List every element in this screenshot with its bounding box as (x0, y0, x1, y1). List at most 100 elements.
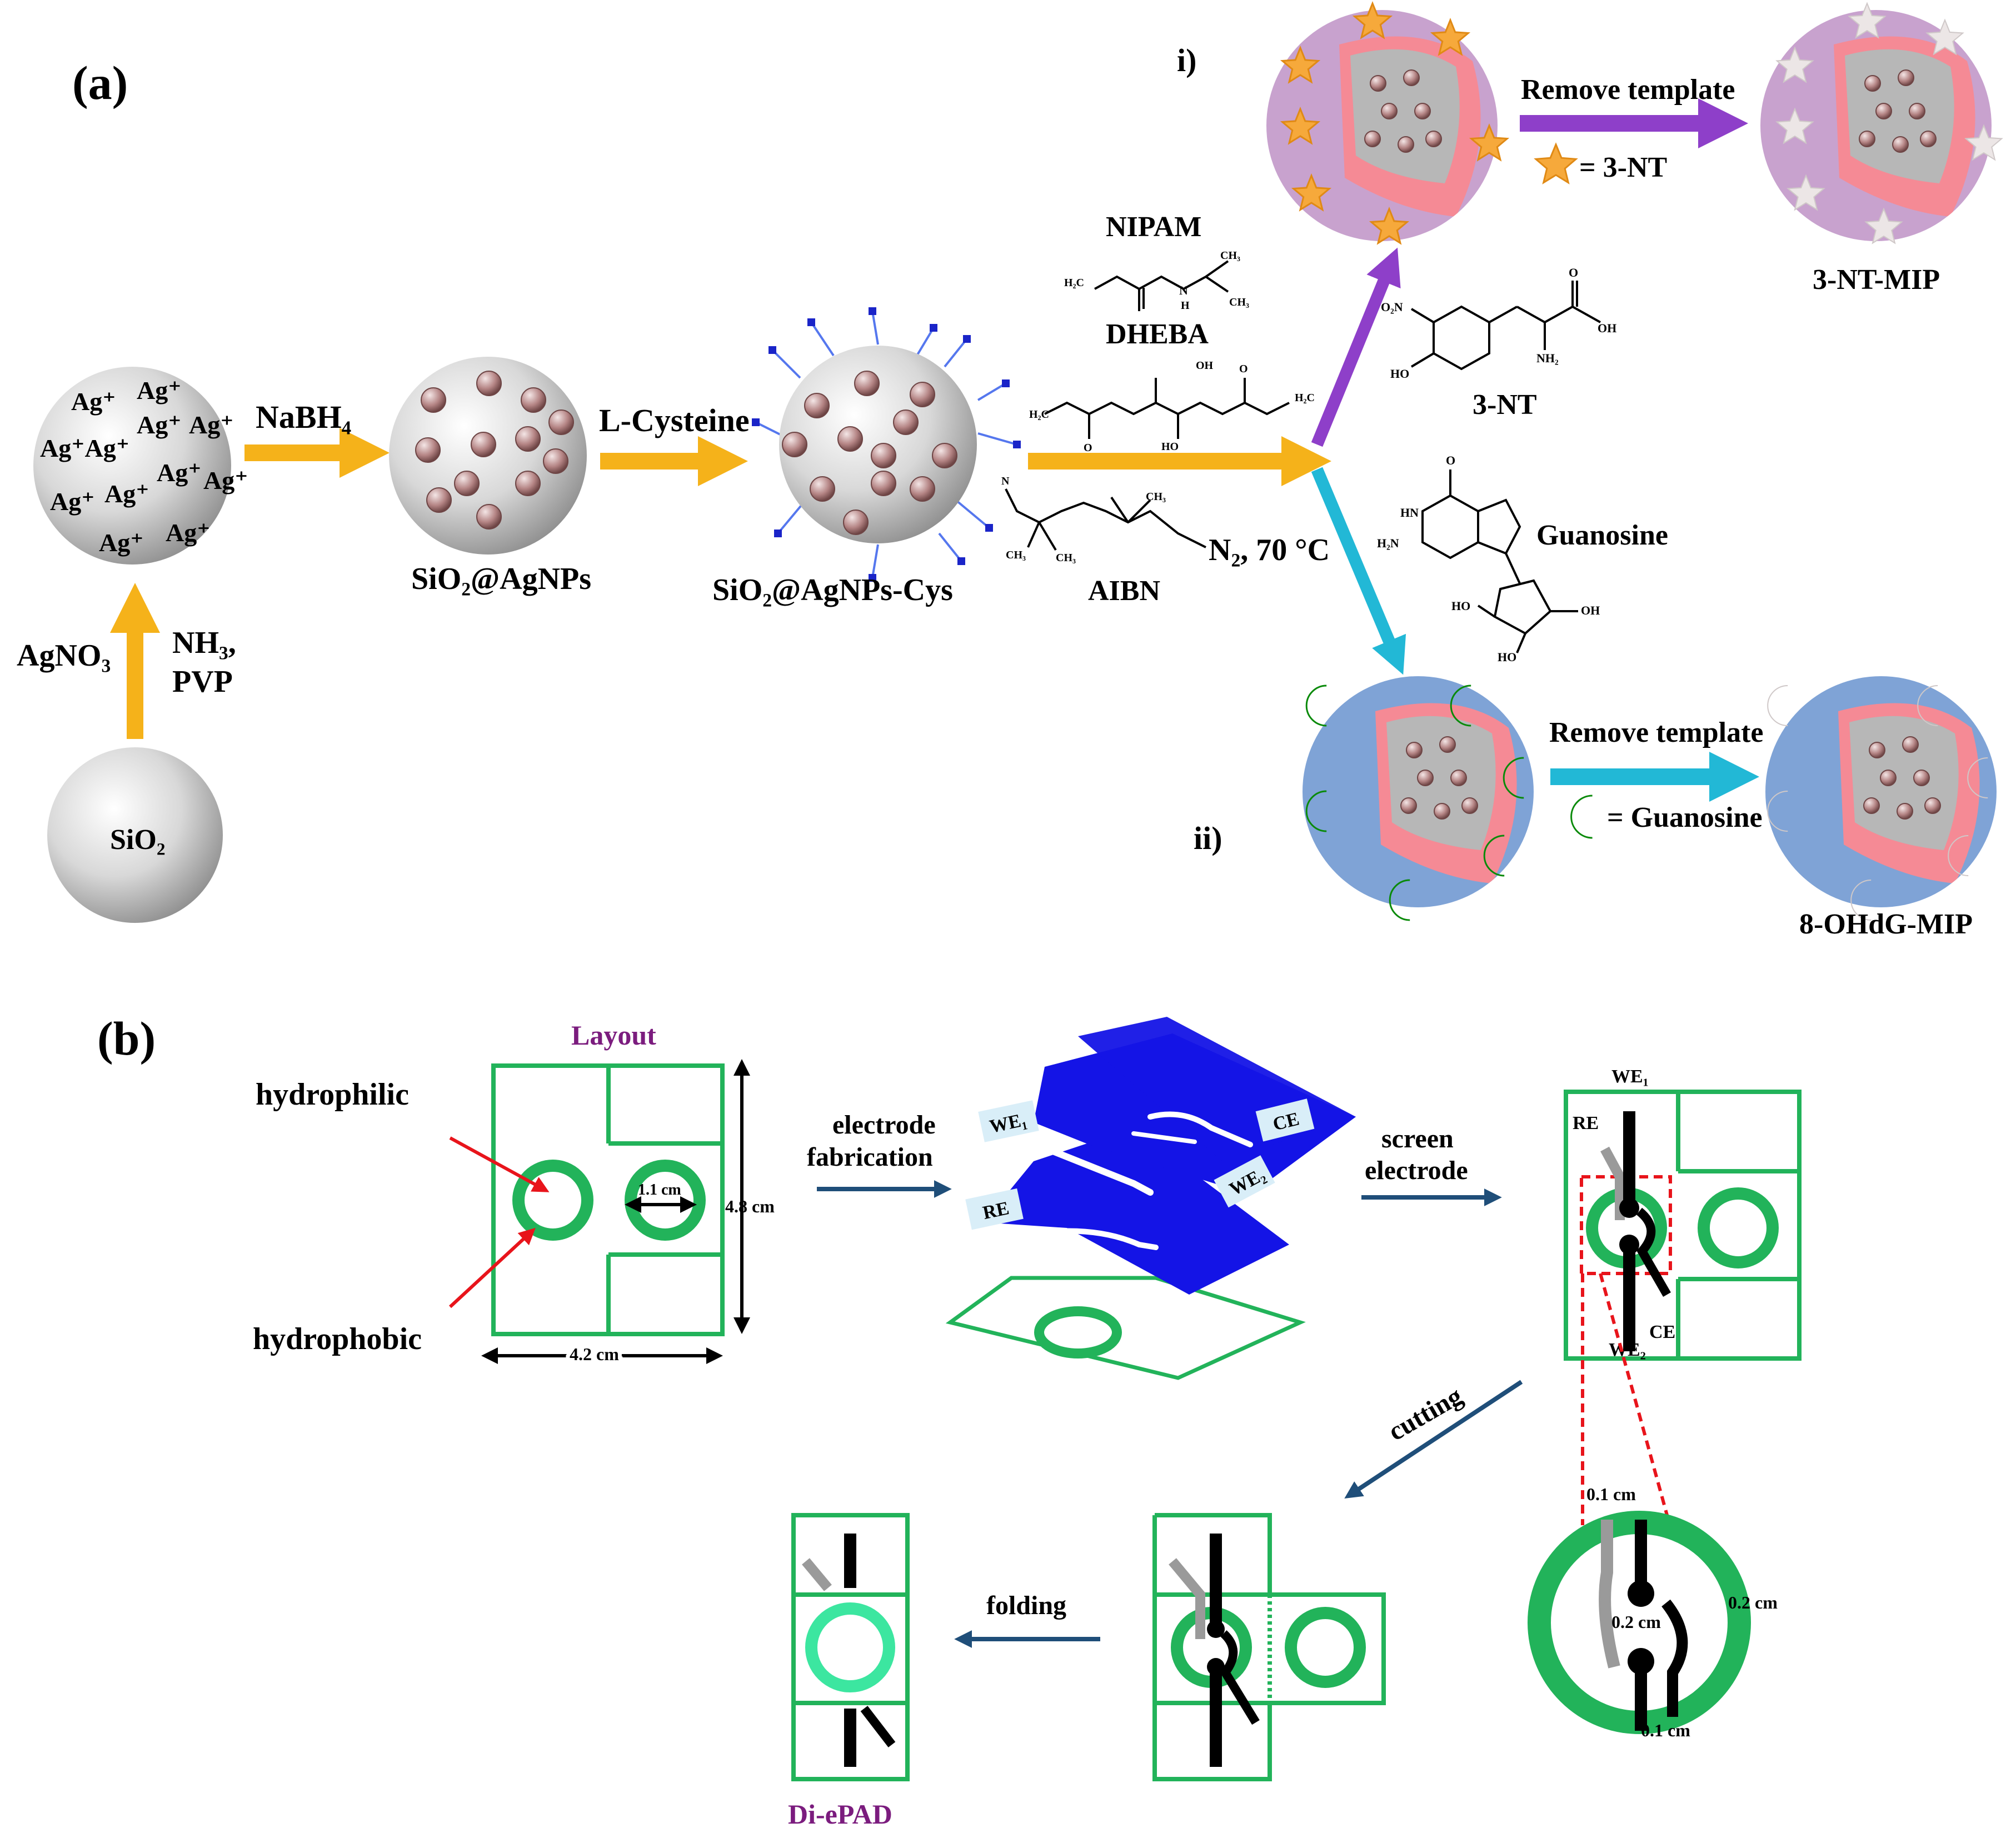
star-template-icon (1469, 123, 1510, 162)
nh3-label: NH₃, (172, 626, 236, 660)
red-arrow-icon (448, 1227, 536, 1308)
sio2-agnps-particle (389, 357, 587, 555)
ag-ion-2: Ag⁺ (137, 376, 182, 404)
star-template-icon (1352, 1, 1393, 39)
device-re-label: RE (1573, 1113, 1599, 1133)
cysteine-end (957, 557, 965, 565)
cysteine-end (963, 335, 971, 343)
fabrication-label-2: fabrication (807, 1142, 933, 1172)
silver-nanoparticle-icon (1364, 131, 1381, 147)
electrode-zoom-view (1528, 1511, 1751, 1734)
legend-guanosine-label: = Guanosine (1607, 802, 1763, 833)
silver-nanoparticle-icon (1880, 770, 1897, 786)
cysteine-ligand (938, 532, 962, 562)
folding-label: folding (986, 1591, 1066, 1620)
star-template-icon (1280, 45, 1321, 84)
screen-label-1: screen (1381, 1124, 1454, 1153)
silver-nanoparticle-icon (810, 476, 835, 502)
cysteine-end (930, 324, 937, 332)
silver-nanoparticle-icon (1924, 797, 1941, 814)
dim-width-label: 4.2 cm (570, 1344, 619, 1364)
imprinted-cavity-icon (1850, 880, 1872, 921)
ag-ion-1: Ag⁺ (71, 387, 116, 416)
guanosine-ho-b: HO (1498, 650, 1516, 664)
polymerization-conditions: N₂, 70 °C (1209, 533, 1330, 567)
silver-nanoparticle-icon (1909, 103, 1925, 119)
electrode-traces (1600, 1111, 1671, 1351)
sio2-agnps-cys-particle (752, 307, 1021, 582)
3nt-structure (1410, 281, 1601, 371)
silver-nanoparticle-icon (837, 426, 863, 452)
silver-nanoparticles (1400, 736, 1478, 820)
3nt-o: O (1569, 266, 1578, 279)
nipam-label: NIPAM (1106, 211, 1201, 243)
silver-nanoparticle-icon (1398, 136, 1414, 153)
cysteine-ligand (955, 499, 990, 529)
silver-nanoparticles (782, 371, 957, 535)
silver-nanoparticle-icon (893, 409, 919, 435)
3nt-label: 3-NT (1473, 389, 1537, 421)
star-templates (1280, 1, 1510, 245)
sio2-agnps-cys-label: SiO₂@AgNPs-Cys (712, 573, 953, 607)
red-arrow-icon (449, 1136, 550, 1192)
silver-nanoparticle-icon (521, 387, 546, 413)
aibn-structure (1005, 488, 1206, 551)
imprinted-cavity-icon (1967, 757, 1988, 798)
3nt-nh2: NH₂ (1536, 351, 1559, 365)
silver-nanoparticles (1863, 736, 1941, 820)
silver-nanoparticle-icon (910, 476, 935, 502)
agno3-label: AgNO₃ (17, 638, 111, 673)
pvp-label: PVP (172, 665, 233, 699)
folded-device (791, 1513, 910, 1781)
silver-nanoparticle-icon (1892, 136, 1909, 153)
device-ce-label: CE (1649, 1322, 1675, 1342)
silica-sphere-icon (33, 367, 231, 565)
cysteine-ligands (752, 307, 1021, 582)
silica-sphere-icon (47, 747, 223, 923)
cysteine-ligand (871, 544, 879, 578)
dim-height-label: 4.8 cm (725, 1196, 775, 1216)
imprinted-cavity-icon (1787, 174, 1825, 211)
silver-nanoparticle-icon (1414, 103, 1431, 119)
silver-nanoparticle-icon (1439, 736, 1456, 753)
crescent-template-icon (1450, 685, 1471, 727)
silver-nanoparticle-icon (415, 437, 441, 463)
silver-nanoparticle-icon (515, 471, 541, 496)
mip-guanosine-with-template (1303, 676, 1534, 921)
imprinted-cavities (1767, 685, 1988, 921)
panel-b: (b) Layout 1.1 cm 4.8 cm 4.2 cm hydrophi… (97, 1012, 1802, 1830)
ag-ion-9: Ag⁺ (104, 480, 149, 508)
crescent-template-icon (1483, 835, 1505, 877)
silver-nanoparticle-icon (932, 443, 957, 468)
hydrophilic-label: hydrophilic (256, 1077, 409, 1112)
hydrophobic-label: hydrophobic (253, 1322, 422, 1356)
route-ii-label: ii) (1194, 820, 1222, 856)
printed-device (1564, 1090, 1802, 1361)
aibn-ch3-a: CH₃ (1006, 549, 1026, 561)
imprinted-cavity-icon (1948, 835, 1969, 876)
crescent-templates (1305, 685, 1524, 921)
cutting-label: cutting (1383, 1381, 1467, 1447)
cutting-arrow (1344, 1380, 1523, 1499)
imprinted-cavity-icon (1775, 107, 1814, 144)
imprinted-cavity-icon (1964, 124, 2003, 161)
nabh4-label: NaBH₄ (256, 399, 351, 435)
device-name-label: Di-ePAD (788, 1799, 892, 1830)
mip-3nt-imprinted (1760, 2, 2003, 244)
cysteine-ligand (810, 321, 835, 357)
silver-nanoparticle-icon (1417, 770, 1434, 786)
panel-a-label: (a) (72, 56, 128, 109)
nipam-ch3-b: CH₃ (1229, 296, 1249, 308)
zoom-dim-a: 0.1 cm (1586, 1484, 1636, 1504)
silver-nanoparticle-icon (476, 504, 502, 530)
silver-nanoparticle-icon (1461, 797, 1478, 814)
guanosine-h2n: H₂N (1377, 536, 1399, 550)
electrode-layers (945, 1017, 1356, 1380)
aibn-label: AIBN (1088, 575, 1160, 607)
silver-nanoparticle-icon (1875, 103, 1892, 119)
cut-device (1152, 1513, 1386, 1781)
imprinted-cavity-icon (1917, 685, 1938, 726)
cysteine-end (752, 418, 760, 426)
panel-a: (a) Ag⁺ Ag⁺ Ag⁺ Ag⁺ Ag⁺Ag⁺ Ag⁺ Ag⁺ Ag⁺ A… (17, 1, 2003, 940)
imprinted-cavity-icon (1767, 685, 1788, 726)
